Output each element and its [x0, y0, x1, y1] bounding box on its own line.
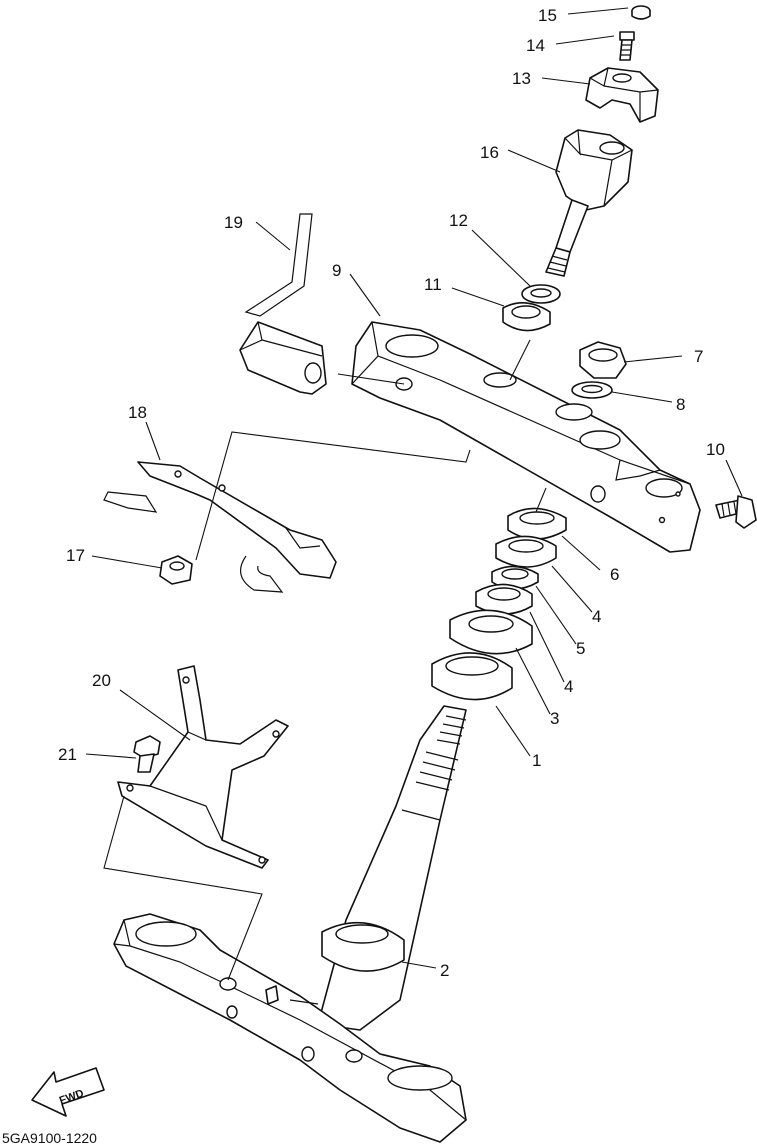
callout-15: 15	[538, 6, 557, 25]
callout-9: 9	[332, 261, 341, 280]
fwd-arrow-icon: FWD	[31, 1067, 105, 1117]
callout-10: 10	[706, 440, 725, 459]
part-14-bolt	[619, 31, 635, 61]
part-19-holder	[239, 213, 327, 395]
callout-labels: 15 14 13 16 19 12 9 11 7 8 18 10 17 6 4 …	[58, 6, 725, 980]
part-15-cap	[631, 5, 651, 20]
callout-16: 16	[480, 143, 499, 162]
part-21-bolt	[133, 735, 161, 773]
callout-13: 13	[512, 69, 531, 88]
assembly-lines	[103, 339, 547, 981]
part-4-ring-nut-upper	[495, 535, 557, 568]
part-1-bearing	[431, 652, 513, 701]
part-11-damper	[502, 302, 551, 332]
callout-6: 6	[610, 565, 619, 584]
part-13-upper-holder	[585, 67, 659, 123]
part-10-bolt	[715, 495, 757, 529]
drawing-code: 5GA9100-1220	[2, 1130, 97, 1146]
callout-2: 2	[440, 961, 449, 980]
callout-7: 7	[694, 347, 703, 366]
part-9-upper-bracket	[351, 321, 701, 553]
part-12-washer	[521, 284, 561, 304]
callout-14: 14	[526, 36, 545, 55]
part-6-lock-washer	[507, 507, 567, 540]
steering-stem	[317, 705, 467, 1031]
callout-19: 19	[224, 213, 243, 232]
part-17-nut	[159, 555, 193, 585]
callout-3: 3	[550, 709, 559, 728]
part-16-lower-holder	[545, 129, 633, 277]
callout-5: 5	[576, 639, 585, 658]
callout-leaders	[85, 7, 743, 969]
lower-bracket	[113, 913, 467, 1143]
part-7-nut	[579, 341, 627, 379]
callout-1: 1	[532, 751, 541, 770]
callout-11: 11	[424, 275, 442, 294]
callout-4-upper: 4	[592, 607, 601, 626]
callout-4-lower: 4	[564, 677, 573, 696]
callout-21: 21	[58, 745, 77, 764]
callout-8: 8	[676, 395, 685, 414]
callout-18: 18	[128, 403, 147, 422]
callout-17: 17	[66, 546, 85, 565]
callout-20: 20	[92, 671, 111, 690]
part-3-bearing-cover	[449, 609, 533, 655]
part-20-bracket	[117, 665, 289, 869]
part-8-washer	[571, 381, 613, 399]
part-2-lower-bearing	[321, 921, 405, 972]
callout-12: 12	[449, 211, 468, 230]
part-18-cable-guide	[103, 461, 337, 593]
part-5-rubber-washer	[491, 565, 539, 590]
